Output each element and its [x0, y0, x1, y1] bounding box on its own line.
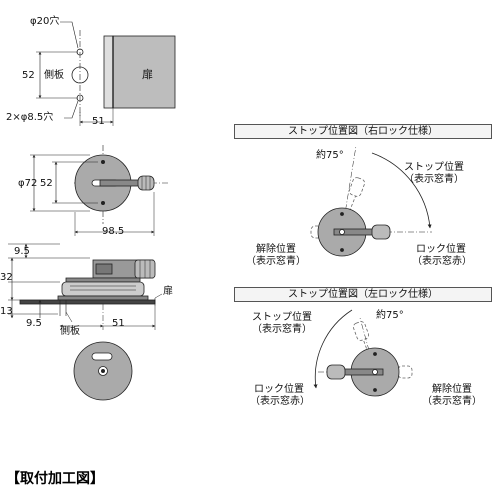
left-lock-stop-1: ストップ位置: [252, 312, 312, 323]
left-lock-diagram: [313, 309, 413, 397]
indicator-window: [91, 352, 113, 361]
right-lock-header: ストップ位置図（右ロック仕様）: [234, 124, 492, 139]
side-plate-bottom-label: 側板: [60, 326, 80, 337]
dim-32: 32: [0, 272, 13, 283]
section-plate: [61, 281, 145, 297]
right-lock-lock-2: （表示窓赤）: [412, 256, 472, 267]
right-lock-release-2: （表示窓青）: [246, 256, 306, 267]
dim-51-top: 51: [92, 116, 105, 127]
dim-9-5-bottom: 9.5: [26, 318, 42, 329]
dim-72: φ72: [18, 178, 38, 189]
holes-small-label: 2×φ8.5穴: [6, 112, 54, 123]
side-plate-hole-view: [36, 21, 176, 126]
right-lock-stop-2: （表示窓青）: [404, 174, 464, 185]
dim-13: 13: [0, 306, 13, 317]
door-label: 扉: [142, 68, 153, 81]
right-lock-knob: [371, 224, 391, 240]
left-lock-angle: 約75°: [376, 310, 404, 321]
footer-title: 【取付加工図】: [6, 471, 104, 487]
right-lock-stop-1: ストップ位置: [404, 162, 464, 173]
dim-51-bottom: 51: [112, 318, 125, 329]
left-lock-release-2: （表示窓青）: [422, 396, 482, 407]
left-lock-knob: [326, 364, 346, 380]
right-lock-lock-1: ロック位置: [416, 244, 466, 255]
door-panel: [112, 35, 176, 109]
left-lock-header: ストップ位置図（左ロック仕様）: [234, 287, 492, 302]
dim-98-5: 98.5: [102, 226, 125, 237]
dim-52-mid: 52: [40, 178, 53, 189]
large-hole: [71, 66, 89, 84]
side-plate-label: 側板: [44, 70, 64, 81]
door-side-label: 扉: [163, 286, 173, 297]
dim-9-5-top: 9.5: [14, 246, 30, 257]
dim-52-top: 52: [22, 70, 35, 81]
left-lock-lock-1: ロック位置: [254, 384, 304, 395]
left-lock-stop-2: （表示窓青）: [252, 324, 312, 335]
left-lock-release-1: 解除位置: [432, 384, 472, 395]
side-section-view: [8, 243, 163, 330]
door-edge: [103, 35, 114, 109]
right-lock-angle: 約75°: [316, 150, 344, 161]
right-lock-release-1: 解除位置: [256, 244, 296, 255]
lever-arm: [99, 179, 141, 187]
right-lock-diagram: [310, 145, 432, 257]
left-lock-lock-2: （表示窓赤）: [250, 396, 310, 407]
round-plate-front-view: [30, 145, 170, 236]
hole-large-label: φ20穴: [30, 16, 60, 27]
round-plate-back-view: [73, 341, 133, 401]
